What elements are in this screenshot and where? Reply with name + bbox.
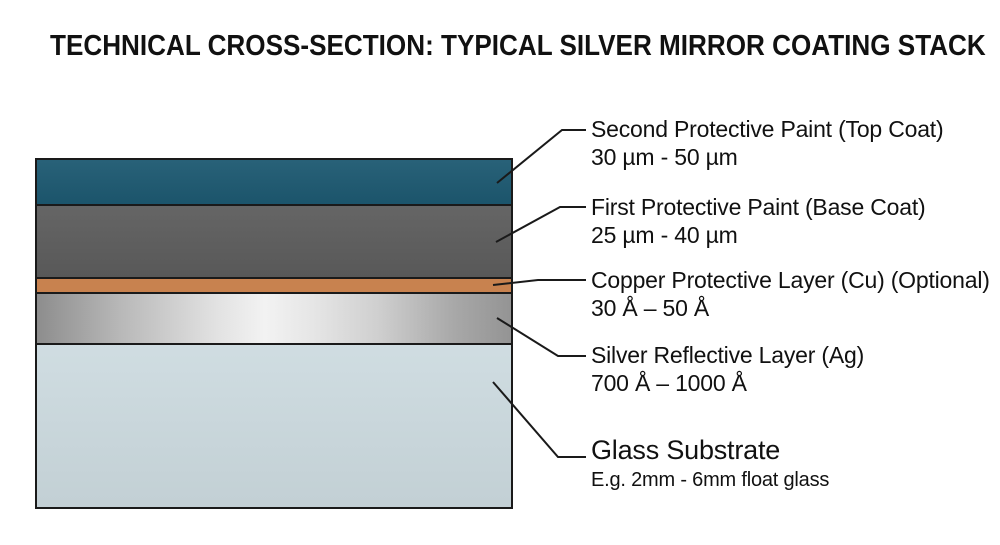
label-range: E.g. 2mm - 6mm float glass (591, 469, 830, 491)
label-glass-substrate: Glass Substrate E.g. 2mm - 6mm float gla… (591, 434, 991, 493)
layer-second-protective-paint (35, 158, 513, 206)
label-copper-protective: Copper Protective Layer (Cu) (Optional) … (591, 266, 991, 322)
label-first-protective-paint: First Protective Paint (Base Coat) 25 µm… (591, 193, 991, 249)
label-range: 700 Å – 1000 Å (591, 370, 747, 396)
label-title: Copper Protective Layer (Cu) (Optional) (591, 267, 990, 293)
label-range: 25 µm - 40 µm (591, 222, 738, 248)
label-silver-reflective: Silver Reflective Layer (Ag) 700 Å – 100… (591, 341, 991, 397)
label-second-protective-paint: Second Protective Paint (Top Coat) 30 µm… (591, 115, 991, 171)
label-title: Glass Substrate (591, 435, 781, 465)
diagram-title: TECHNICAL CROSS-SECTION: TYPICAL SILVER … (50, 30, 986, 62)
label-title: Second Protective Paint (Top Coat) (591, 116, 944, 142)
label-title: First Protective Paint (Base Coat) (591, 194, 926, 220)
layer-glass-substrate (35, 343, 513, 509)
label-range: 30 Å – 50 Å (591, 295, 709, 321)
layer-first-protective-paint (35, 204, 513, 279)
label-title: Silver Reflective Layer (Ag) (591, 342, 865, 368)
label-range: 30 µm - 50 µm (591, 144, 738, 170)
layer-silver-reflective (35, 292, 513, 345)
